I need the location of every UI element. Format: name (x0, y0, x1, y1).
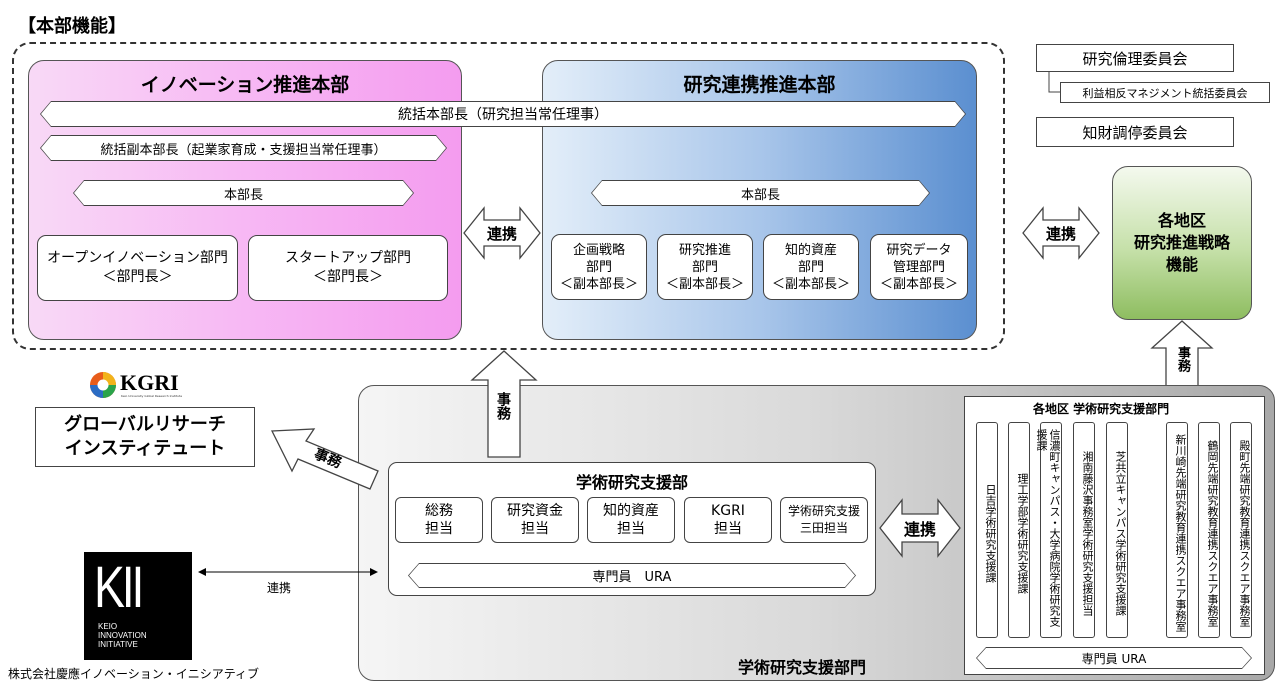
dept-name-1: 企画戦略 (572, 242, 625, 258)
jimu-label-regional: 事務 (1175, 346, 1190, 372)
kgri-logo-text: KGRI (120, 370, 179, 395)
dept-name-2: 管理部門 (892, 259, 945, 275)
unit-line2: 担当 (425, 521, 453, 537)
support-regional-double-arrow-icon (879, 498, 961, 558)
unit-line1: 研究資金 (507, 503, 563, 519)
regional-double-arrow-icon (1022, 206, 1100, 260)
dept-name-2: 部門 (691, 259, 718, 275)
up-arrow-hq-icon (470, 350, 538, 458)
kgri-box: グローバルリサーチ インスティテュート (35, 407, 255, 467)
research-title: 研究連携推進本部 (683, 74, 836, 96)
unit-line1: KGRI (711, 503, 745, 519)
dept-role: ＜副本部長＞ (665, 276, 744, 292)
research-funds-unit: 研究資金 担当 (491, 497, 579, 543)
kii-logo (84, 552, 192, 660)
research-promotion-dept: 研究推進 部門 ＜副本部長＞ (657, 234, 753, 300)
kii-logo-sub-1: KEIO (98, 622, 118, 631)
kii-link-arrow-icon (198, 568, 378, 576)
regional-staff-banner: 専門員 URA (977, 648, 1251, 668)
kii-logo-sub: KEIO INNOVATION INITIATIVE (98, 622, 147, 649)
unit-line1: 学術研究支援 (787, 504, 860, 518)
unit-line2: 担当 (521, 521, 549, 537)
unit-line1: 知的資産 (603, 503, 659, 519)
dept-role: ＜副本部長＞ (559, 276, 638, 292)
kii-logo-text: KII (94, 555, 144, 620)
dept-role: ＜部門長＞ (102, 269, 173, 285)
support-dept-label: 学術研究支援部門 (738, 658, 867, 677)
regional-support-title: 各地区 学術研究支援部門 (1033, 402, 1170, 416)
regional-strategy-line2: 研究推進戦略 (1133, 233, 1230, 252)
kgri-logo-icon (90, 372, 116, 398)
unit-line2: 担当 (714, 521, 742, 537)
shared-head-banner: 統括本部長（研究担当常任理事） (41, 102, 965, 126)
regional-column-tsuruoka: 鶴岡先端研究教育連携スクエア事務室 (1198, 422, 1220, 638)
kgri-unit: KGRI 担当 (684, 497, 772, 543)
kgri-logo-sub: Keio University Global Research Institut… (121, 394, 183, 398)
innovation-title: イノベーション推進本部 (140, 74, 350, 96)
dept-role: ＜副本部長＞ (771, 276, 850, 292)
dept-role: ＜副本部長＞ (879, 276, 958, 292)
kii-company-name: 株式会社慶應イノベーション・イニシアティブ (8, 667, 260, 681)
dept-name-2: 部門 (797, 259, 824, 275)
startup-dept: スタートアップ部門 ＜部門長＞ (248, 235, 448, 301)
jimu-label-hq: 事務 (495, 392, 511, 420)
regional-column-tonomachi: 殿町先端研究教育連携スクエア事務室 (1230, 422, 1252, 638)
kii-logo-sub-3: INITIATIVE (98, 640, 138, 649)
regional-strategy-line1: 各地区 (1157, 211, 1206, 230)
dept-name-1: 研究データ (886, 242, 952, 258)
regional-column-shonan-fujisawa: 湘南藤沢事務室学術研究支援担当 (1073, 422, 1095, 638)
dept-name-2: 部門 (585, 259, 612, 275)
left-arrow-kgri-icon (270, 428, 379, 490)
planning-strategy-dept: 企画戦略 部門 ＜副本部長＞ (551, 234, 647, 300)
link-label-hq: 連携 (486, 224, 517, 243)
ip-mediation-committee: 知財調停委員会 (1036, 117, 1234, 147)
section-title: 【本部機能】 (18, 16, 126, 37)
unit-line2: 三田担当 (799, 521, 848, 535)
regional-column-shiba-kyoritsu: 芝共立キャンパス学術研究支援課 (1106, 422, 1128, 638)
general-affairs-unit: 総務 担当 (395, 497, 483, 543)
dept-name: オープンイノベーション部門 (47, 250, 228, 266)
unit-line1: 総務 (425, 503, 453, 519)
regional-column-shinanomachi: 信濃町キャンパス・大学病院学術研究支援課 (1035, 422, 1062, 638)
unit-line2: 担当 (617, 521, 645, 537)
research-data-dept: 研究データ 管理部門 ＜副本部長＞ (870, 234, 968, 300)
deputy-banner: 統括副本部長（起業家育成・支援担当常任理事） (41, 136, 446, 160)
coi-committee: 利益相反マネジメント統括委員会 (1060, 82, 1270, 103)
regional-column-hiyoshi: 日吉学術研究支援課 (976, 422, 998, 638)
kgri-name-line1: グローバルリサーチ (64, 414, 226, 435)
dept-name-1: 知的資産 (784, 242, 837, 258)
dept-role: ＜部門長＞ (313, 269, 383, 285)
dept-name: スタートアップ部門 (285, 250, 411, 266)
open-innovation-dept: オープンイノベーション部門 ＜部門長＞ (37, 235, 238, 301)
innovation-head: 本部長 (74, 181, 413, 205)
link-label-kii: 連携 (267, 581, 292, 595)
support-staff-banner: 専門員 URA (409, 564, 855, 587)
link-label-regional: 連携 (1045, 224, 1076, 243)
coi-connector (1048, 72, 1061, 93)
regional-strategy-box: 各地区 研究推進戦略 機能 (1112, 166, 1252, 320)
support-main-title: 学術研究支援部 (575, 473, 688, 492)
kii-logo-sub-2: INNOVATION (98, 631, 147, 640)
intellectual-assets-dept: 知的資産 部門 ＜副本部長＞ (763, 234, 859, 300)
headquarters-frame (12, 42, 1005, 350)
regional-column-science-tech: 理工学部学術研究支援課 (1008, 422, 1030, 638)
ip-unit: 知的資産 担当 (587, 497, 675, 543)
regional-strategy-line3: 機能 (1165, 255, 1198, 274)
mita-unit: 学術研究支援 三田担当 (780, 497, 868, 543)
research-head: 本部長 (592, 181, 929, 205)
regional-column-shin-kawasaki: 新川崎先端研究教育連携スクエア事務室 (1166, 422, 1188, 638)
research-ethics-committee: 研究倫理委員会 (1036, 44, 1234, 72)
link-label-support: 連携 (903, 520, 936, 539)
kgri-name-line2: インスティテュート (64, 438, 226, 459)
link-double-arrow-icon (463, 206, 541, 260)
dept-name-1: 研究推進 (678, 242, 731, 258)
